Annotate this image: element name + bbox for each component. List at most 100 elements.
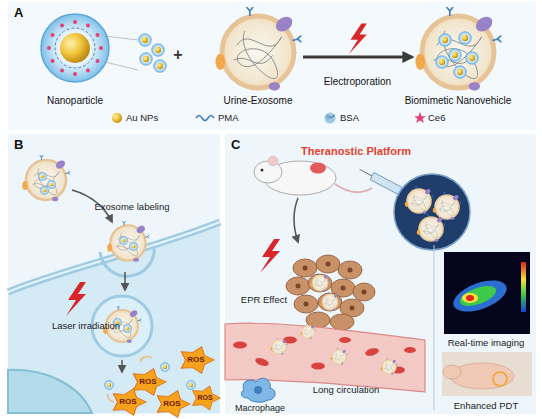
laser-bolt-part <box>349 24 367 55</box>
nanoparticle-illustration-part <box>140 53 153 66</box>
blood-vessel-part <box>300 324 315 339</box>
panel-letter: A <box>14 6 23 20</box>
blood-vessel-part-part <box>391 367 405 374</box>
ros-label: ROS <box>187 356 204 365</box>
tumor-tissue-part-part <box>296 284 301 289</box>
panel-box: C <box>225 134 536 414</box>
legend-swatch-part <box>112 113 122 123</box>
figure-item: Nanoparticle <box>35 8 115 106</box>
blood-vessel-part-part <box>254 356 270 367</box>
nanovehicle-illustration-part <box>454 66 467 79</box>
blood-vessel <box>225 323 425 392</box>
tumor-tissue-part-part <box>293 259 317 277</box>
nanoparticle-illustration-part <box>60 33 90 63</box>
imaging-result-part <box>449 274 511 318</box>
exosome-uptake-part <box>40 186 48 194</box>
blood-vessel-part <box>233 337 416 374</box>
blood-vessel-part-part <box>283 337 297 344</box>
blood-vessel-part <box>380 358 397 375</box>
blood-vessel-part <box>330 348 347 365</box>
panel-background-part <box>225 134 536 414</box>
tumor-tissue-part <box>311 273 330 292</box>
mouse-injection-part-part <box>360 169 372 176</box>
nanovehicle-illustration-part <box>459 32 472 45</box>
tumor-tissue-part <box>296 262 367 311</box>
legend-text: PMA <box>218 113 239 123</box>
annotation-label: Theranostic Platform <box>301 145 411 157</box>
legend-swatch-part <box>326 115 335 118</box>
ros-label: ROS <box>163 400 180 409</box>
nanovehicle-illustration-part <box>436 56 449 69</box>
mouse-injection-part-part <box>370 172 402 194</box>
exosome-uptake-part <box>124 272 126 290</box>
tumor-tissue-part <box>321 292 340 311</box>
exosome-uptake-part <box>100 246 154 276</box>
legend-text: BSA <box>340 113 359 123</box>
annotation-label: Laser irradiation <box>52 321 120 331</box>
mouse-injection-part <box>433 192 462 220</box>
tumor-tissue-part-part <box>348 268 353 273</box>
nanoparticle-illustration-part <box>47 20 103 76</box>
nanovehicle-illustration-part <box>449 49 462 62</box>
nanoparticle-illustration-part-part <box>99 46 103 50</box>
nanoparticle-illustration-part <box>55 28 95 68</box>
nanoparticle-illustration-part-part <box>51 59 55 63</box>
exosome-uptake-part <box>22 155 70 201</box>
tumor-tissue-part-part <box>341 286 346 291</box>
cell-illustration-part <box>8 222 220 292</box>
ros-burst-part <box>181 347 214 374</box>
mouse-injection-part <box>335 184 372 192</box>
tumor-tissue-part-part <box>340 299 364 317</box>
exosome-uptake <box>22 155 154 372</box>
nanovehicle-illustration-part <box>415 7 501 90</box>
mouse-injection-part <box>254 161 282 183</box>
annotation-label: Macrophage <box>235 404 285 414</box>
mouse-injection-part <box>400 190 410 196</box>
nanovehicle-illustration <box>415 7 501 90</box>
tumor-tissue-part-part <box>304 302 309 307</box>
ros-label: ROS <box>197 394 212 402</box>
exosome-uptake-part <box>119 236 127 244</box>
mouse-injection-part-part <box>406 191 412 201</box>
exosome-illustration-part <box>215 7 301 90</box>
blood-vessel-part-part <box>233 342 247 349</box>
imaging-result <box>434 245 530 410</box>
figure-item: Biomimetic Nanovehicle <box>412 8 504 106</box>
exosome-uptake-part <box>47 180 55 188</box>
treated-mouse-part <box>450 363 514 389</box>
mouse-injection-part <box>268 156 278 166</box>
nanoparticle-illustration-part-part <box>60 69 64 73</box>
nanoparticle-illustration-part-part <box>86 24 90 28</box>
cell-illustration-part <box>8 222 220 413</box>
tumor-tissue-part-part <box>286 277 310 295</box>
imaging-result-part <box>521 262 526 312</box>
legend-swatch-part <box>325 113 336 124</box>
ros-label: ROS <box>139 378 156 387</box>
exosome-uptake-part <box>66 282 86 316</box>
cell-illustration <box>8 222 220 413</box>
mouse-injection <box>254 156 470 250</box>
blood-vessel-part-part <box>364 347 379 357</box>
cell-illustration-part <box>8 222 220 292</box>
tumor-tissue-part-part <box>326 262 331 267</box>
mouse-injection-part-part <box>400 190 409 197</box>
tumor-tissue <box>260 239 375 330</box>
nanoparticle-illustration-part <box>105 36 138 40</box>
tumor-tissue-part-part <box>294 295 318 313</box>
mouse-injection-part <box>310 163 326 174</box>
legend-text: Ce6 <box>428 113 445 123</box>
annotation-label: Real-time imaging <box>448 338 525 348</box>
ros-burst-part <box>193 386 221 410</box>
imaging-result-part <box>444 252 530 334</box>
tumor-tissue-part-part <box>308 274 332 292</box>
blood-vessel-part <box>270 338 287 355</box>
macrophage-part <box>241 378 275 402</box>
blood-vessel-part-part <box>339 337 351 343</box>
panel-letter: C <box>231 138 240 152</box>
tumor-tissue-part-part <box>350 306 355 311</box>
nanovehicle-illustration-part <box>439 34 452 47</box>
exosome-uptake-part <box>129 242 137 250</box>
tumor-tissue-part-part <box>316 255 340 273</box>
